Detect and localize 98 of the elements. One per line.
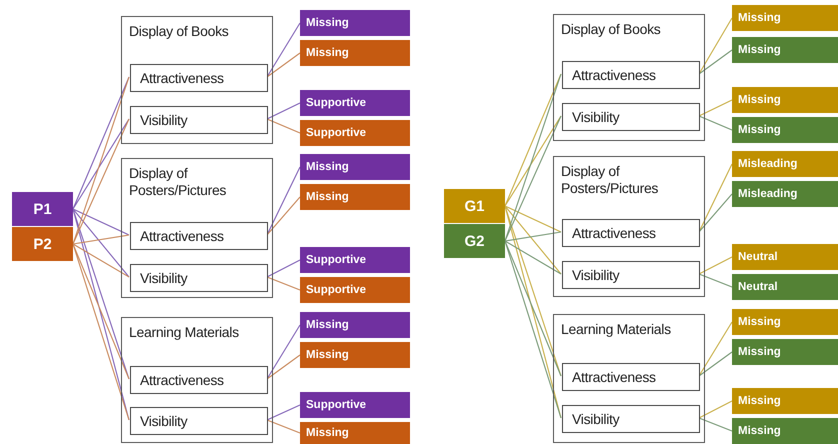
- category-panel: [553, 314, 705, 443]
- connector-line: [698, 256, 732, 274]
- criterion-box: Attractiveness: [130, 366, 268, 394]
- connector-line: [266, 22, 300, 78]
- category-panel: [121, 158, 273, 298]
- criterion-box: Attractiveness: [562, 219, 700, 247]
- rating-tag: Supportive: [300, 247, 410, 273]
- connector-line: [504, 231, 562, 242]
- rating-tag: Missing: [300, 312, 410, 338]
- rating-tag: Missing: [732, 309, 838, 335]
- panel-title: Display of Posters/Pictures: [561, 163, 660, 197]
- panel-title: Learning Materials: [129, 324, 240, 341]
- rating-tag: Neutral: [732, 244, 838, 270]
- connector-line: [266, 404, 300, 420]
- criterion-box: Visibility: [130, 106, 268, 134]
- rating-tag: Misleading: [732, 181, 838, 207]
- connector-line: [72, 76, 130, 210]
- connector-line: [698, 194, 732, 232]
- category-panel: [121, 317, 273, 443]
- connector-line: [72, 76, 130, 244]
- rating-tag: Missing: [732, 87, 838, 113]
- connector-line: [266, 354, 300, 380]
- criterion-box: Attractiveness: [130, 64, 268, 92]
- connector-line: [504, 116, 562, 206]
- connector-line: [698, 400, 732, 418]
- connector-line: [266, 118, 300, 134]
- connector-line: [72, 234, 130, 245]
- connector-line: [72, 208, 130, 420]
- criterion-box: Visibility: [130, 407, 268, 435]
- connector-line: [72, 208, 130, 236]
- rating-tag: Neutral: [732, 274, 838, 300]
- connector-line: [504, 206, 562, 274]
- criterion-box: Visibility: [130, 264, 268, 292]
- connector-line: [504, 74, 562, 242]
- connector-line: [72, 244, 130, 380]
- connector-line: [698, 417, 732, 432]
- connector-line: [504, 74, 562, 206]
- panel-title: Learning Materials: [561, 321, 672, 338]
- connector-line: [698, 100, 732, 116]
- connector-line: [72, 208, 130, 380]
- rating-tag: Missing: [732, 418, 838, 444]
- rating-tag: Missing: [732, 388, 838, 414]
- connector-line: [504, 240, 562, 274]
- connector-line: [504, 240, 562, 418]
- rating-tag: Missing: [732, 5, 838, 31]
- connector-line: [504, 206, 562, 418]
- rating-tag: Missing: [300, 10, 410, 36]
- rating-tag: Missing: [732, 339, 838, 365]
- rating-tag: Missing: [300, 342, 410, 368]
- criterion-box: Attractiveness: [130, 222, 268, 250]
- category-panel: [553, 14, 705, 141]
- connector-line: [72, 244, 130, 420]
- connector-line: [698, 50, 732, 74]
- group-label: G2: [444, 224, 505, 258]
- connector-line: [504, 206, 562, 376]
- panel-title: Display of Books: [129, 23, 230, 40]
- connector-line: [266, 196, 300, 236]
- connector-line: [72, 118, 130, 210]
- connector-line: [504, 206, 562, 232]
- rating-tag: Missing: [300, 184, 410, 210]
- category-panel: [121, 16, 273, 144]
- connector-line: [504, 116, 562, 242]
- rating-tag: Missing: [732, 117, 838, 143]
- rating-tag: Missing: [732, 37, 838, 63]
- connector-line: [698, 116, 732, 130]
- rating-tag: Missing: [300, 422, 410, 444]
- connector-line: [266, 260, 300, 278]
- rating-tag: Missing: [300, 154, 410, 180]
- connector-line: [698, 352, 732, 376]
- group-label: P2: [12, 227, 73, 261]
- rating-tag: Supportive: [300, 277, 410, 303]
- criterion-box: Attractiveness: [562, 363, 700, 391]
- connector-line: [698, 273, 732, 288]
- connector-line: [72, 244, 130, 278]
- connector-line: [266, 324, 300, 380]
- connector-line: [266, 276, 300, 291]
- criterion-box: Visibility: [562, 405, 700, 433]
- connector-line: [72, 208, 130, 278]
- group-label: P1: [12, 192, 73, 226]
- criterion-box: Visibility: [562, 261, 700, 289]
- connector-line: [72, 118, 130, 244]
- connector-line: [504, 240, 562, 376]
- rating-tag: Missing: [300, 40, 410, 66]
- panel-title: Display of Books: [561, 21, 662, 38]
- connector-line: [698, 18, 732, 74]
- connector-line: [266, 102, 300, 120]
- rating-tag: Misleading: [732, 151, 838, 177]
- connector-line: [698, 322, 732, 376]
- panel-title: Display of Posters/Pictures: [129, 165, 228, 199]
- rating-tag: Supportive: [300, 392, 410, 418]
- connector-line: [266, 52, 300, 78]
- rating-tag: Supportive: [300, 120, 410, 146]
- category-panel: [553, 156, 705, 297]
- criterion-box: Attractiveness: [562, 61, 700, 89]
- connector-line: [266, 419, 300, 434]
- rating-tag: Supportive: [300, 90, 410, 116]
- group-label: G1: [444, 189, 505, 223]
- criterion-box: Visibility: [562, 103, 700, 131]
